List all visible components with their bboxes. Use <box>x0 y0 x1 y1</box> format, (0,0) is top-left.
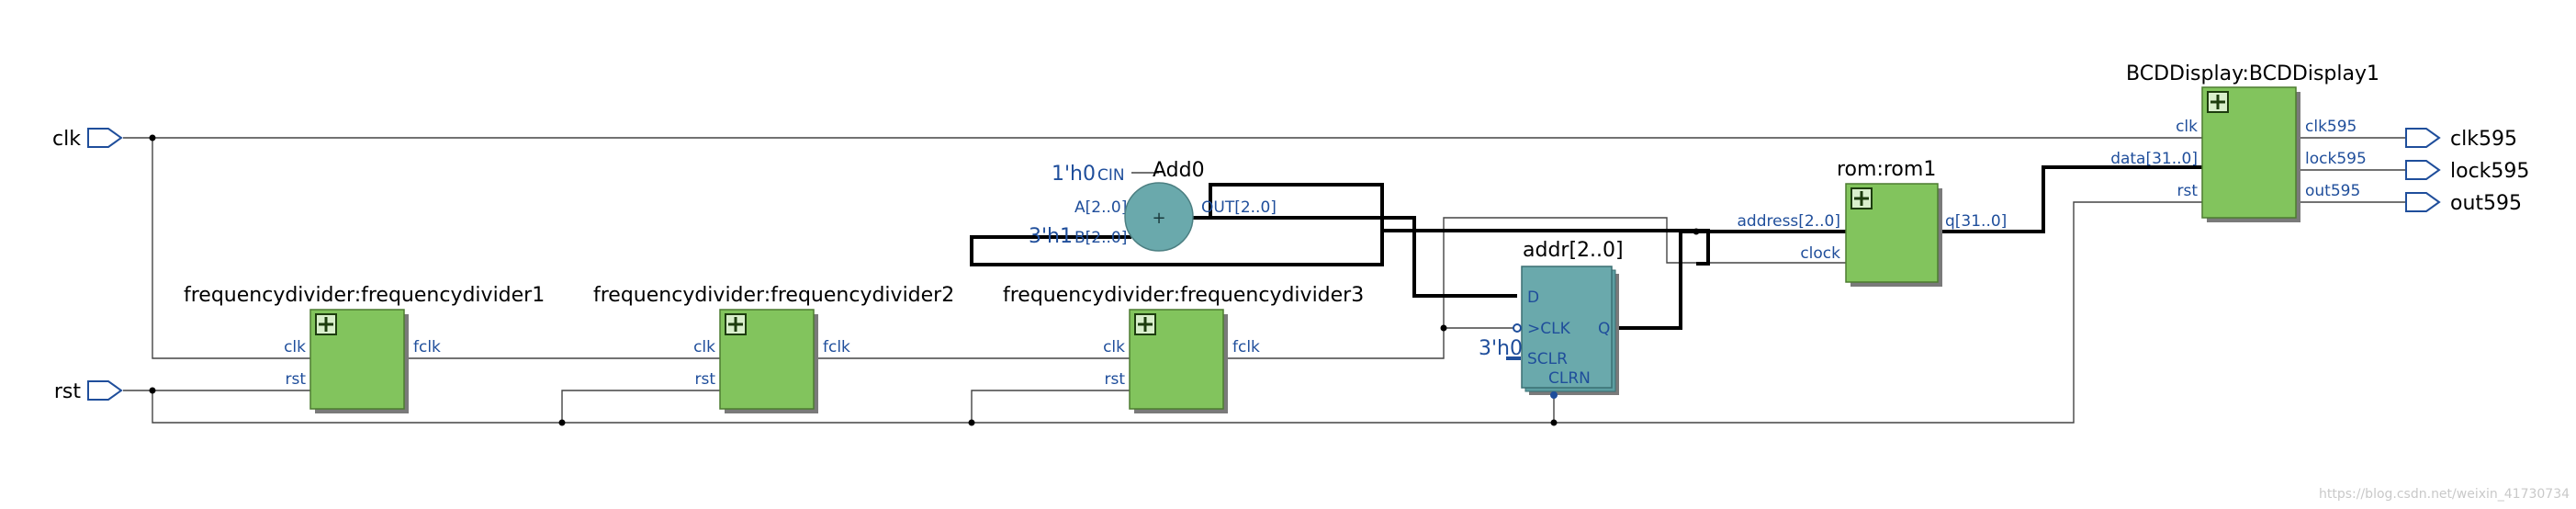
wire-rst-div2 <box>561 390 720 423</box>
junction-rst-div2 <box>558 419 566 426</box>
output-label-lock595: lock595 <box>2450 160 2529 183</box>
rom-port-address: address[2..0] <box>1738 212 1841 231</box>
port-fclk: fclk <box>1232 338 1260 356</box>
bcddisplay-block[interactable]: BCDDisplay:BCDDisplay1 clk data[31..0] r… <box>2110 62 2379 222</box>
register-port-q: Q <box>1598 320 1610 338</box>
bcd-port-clk595: clk595 <box>2305 118 2357 136</box>
port-fclk: fclk <box>823 338 850 356</box>
rom-block[interactable]: rom:rom1 address[2..0] clock q[31..0] <box>1738 158 2008 287</box>
input-pin-clk[interactable]: clk <box>52 128 123 151</box>
register-body <box>1521 266 1613 389</box>
bcd-port-data: data[31..0] <box>2110 150 2198 168</box>
register-addr[interactable]: addr[2..0] D >CLK 3'h0 SCLR CLRN Q <box>1479 239 1624 399</box>
frequencydivider3-title: frequencydivider:frequencydivider3 <box>1003 284 1364 307</box>
watermark: https://blog.csdn.net/weixin_41730734 <box>2319 487 2570 502</box>
frequencydivider2-title: frequencydivider:frequencydivider2 <box>593 284 954 307</box>
input-pin-rst-icon <box>87 380 123 401</box>
rom-body <box>1845 183 1939 283</box>
adder-title: Add0 <box>1153 159 1205 182</box>
junction-rst-div3 <box>968 419 975 426</box>
register-port-d: D <box>1527 288 1539 307</box>
bcd-port-rst: rst <box>2177 182 2198 200</box>
frequencydivider3-block[interactable]: frequencydivider:frequencydivider3 clk r… <box>1003 284 1364 413</box>
output-label-out595: out595 <box>2450 192 2522 215</box>
port-rst: rst <box>1104 370 1125 389</box>
wire-fclk-3 <box>1223 327 1517 359</box>
output-label-clk595: clk595 <box>2450 128 2517 151</box>
wire-rst-div3 <box>971 390 1130 423</box>
output-pin-clk595[interactable]: clk595 <box>2405 128 2517 151</box>
output-pin-clk595-icon <box>2405 128 2441 148</box>
adder-port-out: OUT[2..0] <box>1201 198 1277 217</box>
register-title: addr[2..0] <box>1523 239 1624 262</box>
output-pin-lock595-icon <box>2405 160 2441 180</box>
junction-q <box>1693 228 1700 235</box>
rom-port-clock: clock <box>1800 244 1840 263</box>
bcd-port-clk: clk <box>2176 118 2198 136</box>
input-pin-rst[interactable]: rst <box>54 380 123 403</box>
junctions <box>149 134 1700 426</box>
register-port-clk: >CLK <box>1527 320 1571 338</box>
adder-add0[interactable]: Add0 1'h0 CIN A[2..0] 3'h1 B[2..0] + OUT… <box>1029 159 1277 252</box>
junction-clrn <box>1550 419 1558 426</box>
port-rst: rst <box>694 370 715 389</box>
adder-body <box>1124 182 1194 252</box>
rom-title: rom:rom1 <box>1837 158 1936 181</box>
output-pin-lock595[interactable]: lock595 <box>2405 160 2529 183</box>
buses <box>970 165 2211 330</box>
wire-clk <box>123 137 2211 359</box>
adder-port-cin: CIN <box>1097 166 1125 185</box>
register-port-sclr: SCLR <box>1527 350 1568 368</box>
junction-rst <box>149 387 156 394</box>
bus-feedback <box>1209 183 1710 266</box>
rom-port-q: q[31..0] <box>1945 212 2007 231</box>
output-pin-out595[interactable]: out595 <box>2405 192 2522 215</box>
register-port-clrn: CLRN <box>1548 369 1591 388</box>
register-sclr-const: 3'h0 <box>1479 337 1523 360</box>
input-label-clk: clk <box>52 128 81 151</box>
bus-reg-q <box>1616 230 1694 330</box>
wires <box>123 137 2406 424</box>
port-clk: clk <box>284 338 306 356</box>
adder-port-b: B[2..0] <box>1074 229 1127 247</box>
plus-icon: + <box>1152 209 1165 228</box>
clrn-bubble-icon <box>1550 391 1558 399</box>
junction-clk <box>149 134 156 141</box>
adder-port-a: A[2..0] <box>1074 198 1127 217</box>
frequencydivider2-block[interactable]: frequencydivider:frequencydivider2 clk r… <box>593 284 954 413</box>
bus-adder-out <box>1192 216 1517 298</box>
bcd-port-lock595: lock595 <box>2305 150 2367 168</box>
adder-cin-const: 1'h0 <box>1052 163 1096 186</box>
output-pin-out595-icon <box>2405 192 2441 212</box>
wire-rom-clock <box>1443 217 1846 328</box>
clock-invert-icon <box>1513 323 1522 333</box>
junction-fclk3 <box>1440 324 1447 332</box>
port-clk: clk <box>1103 338 1125 356</box>
input-pin-clk-icon <box>87 128 123 148</box>
frequencydivider1-block[interactable]: frequencydivider:frequencydivider1 clk r… <box>184 284 545 413</box>
port-fclk: fclk <box>413 338 441 356</box>
bcd-port-out595: out595 <box>2305 182 2360 200</box>
bcd-title: BCDDisplay:BCDDisplay1 <box>2126 62 2379 85</box>
port-clk: clk <box>693 338 715 356</box>
adder-b-const: 3'h1 <box>1029 225 1073 248</box>
frequencydivider1-title: frequencydivider:frequencydivider1 <box>184 284 545 307</box>
port-rst: rst <box>285 370 306 389</box>
input-label-rst: rst <box>54 380 82 403</box>
bus-rom-q <box>1942 165 2211 233</box>
